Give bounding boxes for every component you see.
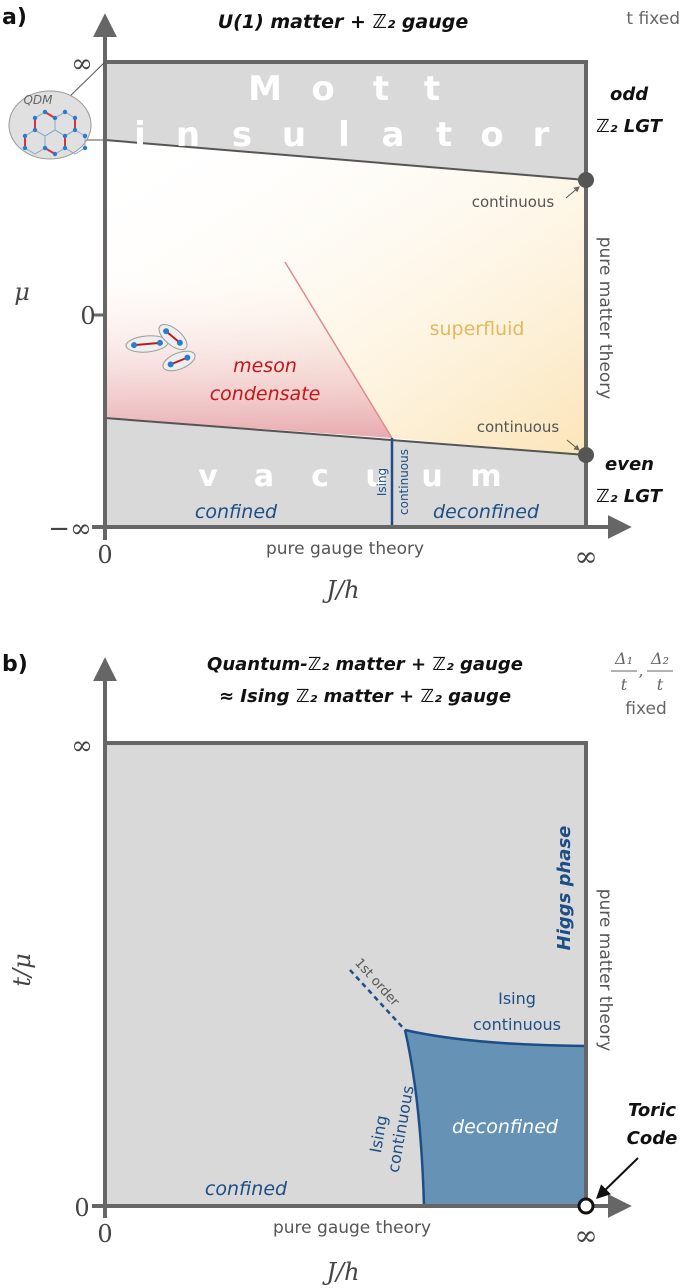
mott-insulator-region — [105, 62, 586, 180]
vacuum-boundary-line — [104, 417, 587, 456]
panel-a-corner-note: t fixed — [626, 9, 680, 29]
frac2-denominator: t — [657, 675, 664, 694]
panel-b-y-axis-label: t/μ — [8, 953, 36, 986]
continuous-label-top: continuous — [472, 193, 555, 211]
panel-a-y-tick-mid: 0 — [80, 302, 95, 330]
qdm-sites — [22, 109, 88, 157]
panel-b-title-line1: Quantum-ℤ₂ matter + ℤ₂ gauge — [207, 654, 523, 675]
vacuum-letter: u — [421, 459, 442, 494]
mott-letter: M — [248, 69, 282, 109]
mott-letter: o — [311, 69, 334, 109]
vacuum-letter: v — [198, 459, 218, 494]
qdm-inset: QDM — [8, 61, 106, 160]
superfluid-label: superfluid — [430, 318, 525, 340]
even-lgt-label: ℤ₂ LGT — [596, 486, 664, 507]
frac2-numerator: Δ₂ — [650, 649, 669, 668]
panel-a-label: a) — [2, 5, 27, 30]
ising-top-label-2: continuous — [473, 1015, 561, 1034]
meson-label-line1: meson — [233, 355, 297, 377]
insulator-letter: o — [480, 115, 503, 155]
panel-a-bottom-edge-label: pure gauge theory — [266, 539, 424, 559]
insulator-letter: a — [382, 115, 405, 155]
panel-b-title-line2: ≈ Ising ℤ₂ matter + ℤ₂ gauge — [219, 686, 511, 707]
higgs-phase-label: Higgs phase — [554, 826, 575, 951]
panel-a-x-tick-left: 0 — [97, 541, 112, 569]
toric-code-label-2: Code — [627, 1128, 678, 1149]
ising-boundary-side — [403, 1029, 426, 1207]
panel-b-y-tick-bottom: 0 — [74, 1194, 89, 1222]
qdm-inset-bubble — [8, 90, 92, 160]
mott-letter: t — [424, 69, 440, 109]
odd-lgt-label: ℤ₂ LGT — [596, 116, 664, 137]
toric-code-arrow — [595, 1157, 639, 1199]
panel-a-right-edge-label: pure matter theory — [595, 237, 615, 400]
panel-b-x-tick-left: 0 — [97, 1220, 112, 1248]
ising-boundary-top — [404, 1028, 587, 1048]
toric-code-point — [577, 1197, 595, 1215]
mott-letter: t — [373, 69, 389, 109]
vacuum-letter: m — [470, 459, 501, 494]
vacuum-letter: c — [311, 459, 329, 494]
continuous-arrow-top — [565, 186, 580, 199]
panel-b-right-edge-label: pure matter theory — [595, 889, 615, 1052]
first-order-line — [349, 969, 406, 1031]
panel-b-x-axis-label: J/h — [321, 1258, 359, 1286]
panel-b-corner-fixed: fixed — [625, 699, 667, 719]
insulator-letter: r — [533, 115, 550, 155]
critical-point-odd — [578, 172, 594, 188]
critical-point-even — [578, 447, 594, 463]
vacuum-letter: u — [365, 459, 386, 494]
frac-comma: , — [638, 661, 643, 680]
vacuum-label: v a c u u m — [198, 459, 501, 494]
insulator-letter: s — [232, 115, 252, 155]
ising-vertical-label-1: Ising — [375, 468, 389, 496]
ising-vertical-label-2: continuous — [397, 449, 411, 515]
insulator-letter: l — [338, 115, 350, 155]
meson-glyph — [125, 335, 169, 353]
insulator-letter: n — [176, 115, 200, 155]
panel-a: a) U(1) matter + ℤ₂ gauge t fixed ∞ 0 −∞… — [2, 5, 680, 604]
panel-b: b) Quantum-ℤ₂ matter + ℤ₂ gauge ≈ Ising … — [2, 649, 677, 1286]
insulator-letter: t — [436, 115, 452, 155]
deconfined-label-a: deconfined — [433, 501, 540, 523]
panel-b-y-tick-top: ∞ — [71, 731, 93, 761]
qdm-label: QDM — [23, 93, 53, 107]
vacuum-letter: a — [254, 459, 274, 494]
vacuum-region — [105, 418, 586, 527]
panel-a-x-axis-label: J/h — [321, 576, 359, 604]
deconfined-region-b — [405, 1030, 586, 1206]
panel-a-y-tick-top: ∞ — [71, 49, 93, 79]
panel-a-x-tick-right: ∞ — [574, 540, 597, 573]
odd-label: odd — [610, 84, 649, 105]
mott-boundary-line — [104, 139, 587, 181]
toric-code-label-1: Toric — [628, 1100, 676, 1121]
panel-b-label: b) — [2, 652, 28, 677]
meson-condensate-region — [105, 262, 392, 438]
even-label: even — [605, 454, 654, 475]
panel-a-title: U(1) matter + ℤ₂ gauge — [218, 11, 469, 33]
mott-insulator-label: M o t t i n s u l a t o r — [134, 69, 549, 155]
confined-label-b: confined — [205, 1178, 288, 1200]
meson-glyph — [158, 323, 188, 351]
insulator-letter: i — [134, 115, 146, 155]
confined-label-a: confined — [195, 501, 278, 523]
panel-a-y-axis-label: μ — [14, 278, 30, 306]
insulator-letter: u — [282, 115, 306, 155]
panel-a-y-tick-bottom: −∞ — [48, 514, 91, 544]
deconfined-label-b: deconfined — [452, 1116, 559, 1138]
panel-b-x-tick-right: ∞ — [574, 1219, 597, 1252]
ising-top-label-1: Ising — [498, 989, 536, 1008]
frac1-numerator: Δ₁ — [614, 649, 633, 668]
continuous-arrow-bottom — [566, 439, 580, 451]
meson-boundary-line — [284, 261, 393, 439]
meson-glyph — [162, 350, 196, 372]
meson-glyphs — [125, 323, 196, 372]
panel-b-bottom-edge-label: pure gauge theory — [273, 1218, 431, 1238]
panel-b-corner-note: Δ₁ t , Δ₂ t — [611, 649, 673, 694]
frac1-denominator: t — [621, 675, 628, 694]
continuous-label-bottom: continuous — [477, 418, 560, 436]
meson-label-line2: condensate — [210, 383, 321, 405]
